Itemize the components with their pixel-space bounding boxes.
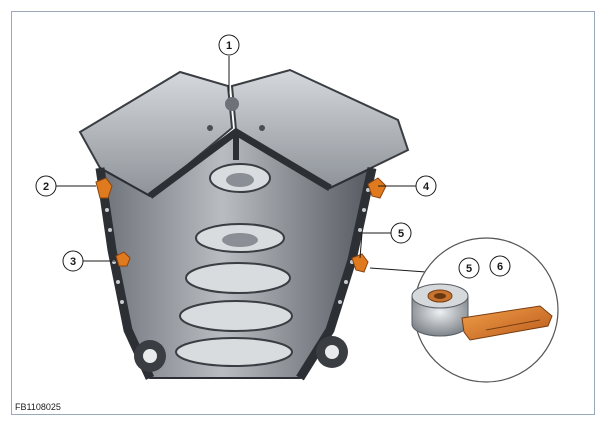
callout-label: 6 [497, 261, 503, 273]
mount-hole-left [143, 349, 157, 363]
callout-label: 2 [43, 181, 49, 193]
callout-label: 4 [423, 181, 430, 193]
block-right-rib [296, 167, 377, 381]
callout-label: 5 [466, 263, 472, 275]
sensors-on-block [95, 177, 387, 273]
callout-label: 5 [398, 228, 404, 240]
bearing-bores [222, 173, 258, 247]
engine-block [78, 68, 410, 381]
callout-3: 3 [62, 250, 84, 272]
callout-4: 4 [415, 175, 437, 197]
mount-hole-right [325, 345, 339, 359]
callout-label: 1 [226, 40, 232, 52]
callout-label: 3 [70, 256, 76, 268]
callout-5: 5 [390, 222, 412, 244]
callout-2: 2 [35, 175, 57, 197]
knock-sensor-detail-icon [411, 283, 553, 341]
figure-reference-code: FB1108025 [15, 402, 61, 412]
detail-magnifier [411, 237, 559, 383]
callout-6: 6 [489, 255, 511, 277]
sensor-2-icon [95, 177, 113, 199]
deck-details [207, 97, 265, 131]
sensor-3-icon [115, 251, 131, 267]
callout-1: 1 [218, 34, 240, 56]
callout-5-detail: 5 [458, 257, 480, 279]
sensor-4-icon [367, 177, 387, 199]
